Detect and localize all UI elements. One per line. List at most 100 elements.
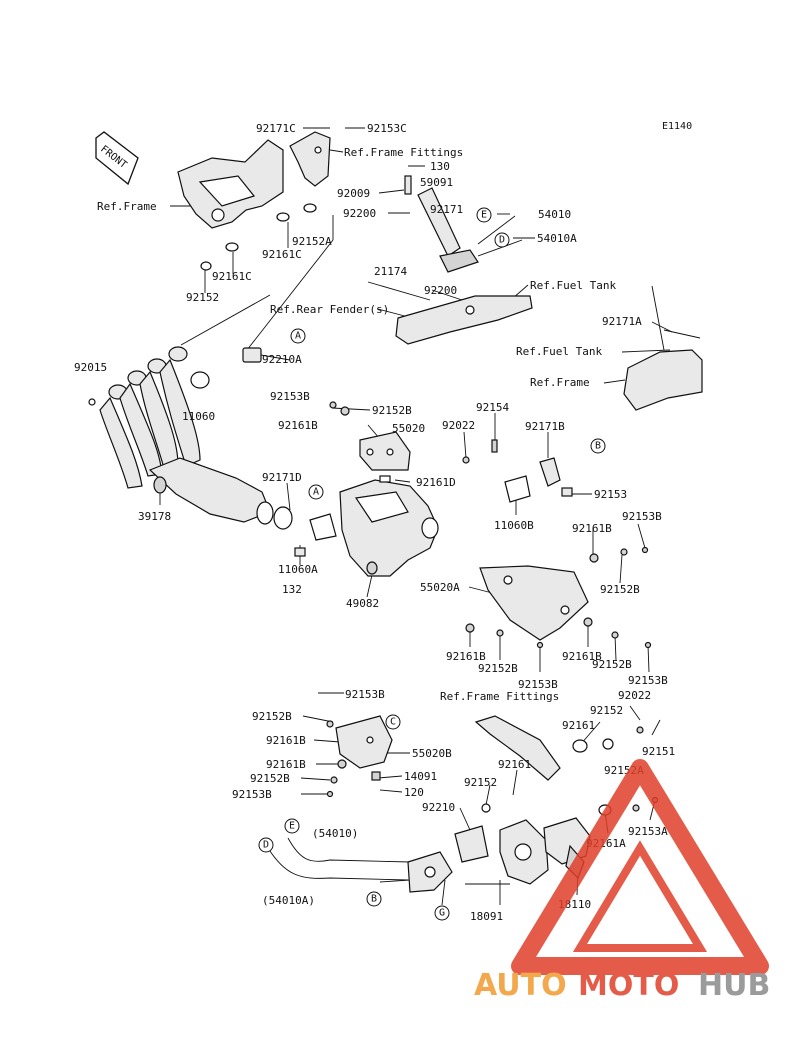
part-label: 92153B — [232, 788, 272, 801]
part-label: 92161 — [498, 758, 531, 771]
cover-55020 — [359, 431, 411, 483]
part-label: 92152 — [186, 291, 219, 304]
washers-upper — [200, 203, 317, 271]
ref-label: Ref.Rear Fender(s) — [270, 303, 389, 316]
part-label: 92200 — [424, 284, 457, 297]
part-label: 92153B — [345, 688, 385, 701]
callout-d: D — [494, 232, 510, 248]
part-label: 120 — [404, 786, 424, 799]
part-label: 92161 — [562, 719, 595, 732]
part-label: 92161C — [212, 270, 252, 283]
front-arrow: FRONT — [95, 131, 139, 186]
bracket-92210-lower — [454, 803, 491, 863]
part-label: 92152B — [372, 404, 412, 417]
callout-e: E — [476, 207, 492, 223]
svg-text:D: D — [499, 235, 505, 246]
ref-label: Ref.Frame Fittings — [440, 690, 559, 703]
part-label: 92153C — [367, 122, 407, 135]
part-label: 92171D — [262, 471, 302, 484]
part-label: 92009 — [337, 187, 370, 200]
part-label: 49082 — [346, 597, 379, 610]
part-label: 92161C — [262, 248, 302, 261]
part-label: 59091 — [420, 176, 453, 189]
svg-text:A: A — [295, 331, 301, 342]
cable-bracket — [404, 175, 523, 273]
svg-text:E: E — [289, 821, 295, 832]
exhaust-headers — [88, 346, 201, 489]
small-hardware — [329, 401, 652, 649]
callout-d: D — [258, 837, 274, 853]
callout-a: A — [290, 328, 306, 344]
svg-text:B: B — [595, 441, 601, 452]
ref-label: Ref.Fuel Tank — [516, 345, 602, 358]
callout-e: E — [284, 818, 300, 834]
part-label: 92153A — [628, 825, 668, 838]
part-label: 11060 — [182, 410, 215, 423]
part-label: 92171B — [525, 420, 565, 433]
part-label: 92152B — [592, 658, 632, 671]
part-label: 92171 — [430, 203, 463, 216]
diagram-code: E1140 — [662, 121, 692, 132]
ref-frame-fittings-lower — [474, 715, 644, 781]
muffler-body-49082 — [339, 479, 439, 577]
gasket-11060 — [190, 371, 210, 389]
part-label: 92210A — [262, 353, 302, 366]
control-cables — [267, 837, 453, 893]
part-label: 92152B — [600, 583, 640, 596]
part-label: 92153B — [270, 390, 310, 403]
part-label: 92161B — [266, 758, 306, 771]
bracket-upper-center — [289, 131, 331, 187]
part-label: 92153 — [594, 488, 627, 501]
part-label: 92161D — [416, 476, 456, 489]
part-label: 92161B — [572, 522, 612, 535]
ref-label: Ref.Fuel Tank — [530, 279, 616, 292]
watermark-text-moto: MOTO — [578, 968, 679, 1003]
svg-text:B: B — [371, 894, 377, 905]
part-label: 55020B — [412, 747, 452, 760]
callout-circles: E D A B A C E D B G — [258, 207, 606, 921]
part-label: 130 — [430, 160, 450, 173]
fuel-tank-frame-ref — [623, 285, 703, 411]
cover-55020b — [335, 715, 393, 781]
rear-fender-bracket — [395, 295, 533, 345]
part-label: 92151 — [642, 745, 675, 758]
ref-label: Ref.Frame Fittings — [344, 146, 463, 159]
part-label: 92200 — [343, 207, 376, 220]
gasket-11060a — [294, 513, 337, 557]
part-label: 92161B — [562, 650, 602, 663]
clamp-92171b — [539, 457, 573, 497]
part-label: 55020 — [392, 422, 425, 435]
watermark-text-hub: HUB — [698, 968, 770, 1003]
part-label: 92152B — [250, 772, 290, 785]
svg-text:A: A — [313, 487, 319, 498]
part-label: 92161B — [446, 650, 486, 663]
watermark-text-auto: AUTO — [474, 968, 567, 1003]
part-label: 92210 — [422, 801, 455, 814]
svg-text:G: G — [439, 908, 445, 919]
leader-lines — [159, 127, 673, 906]
collector-39178 — [148, 457, 274, 525]
part-label: 14091 — [404, 770, 437, 783]
part-label: 92022 — [618, 689, 651, 702]
part-label: 92153B — [622, 510, 662, 523]
watermark-triangle-icon — [511, 759, 769, 975]
gasket-11060b — [504, 475, 531, 503]
part-label: 92152A — [292, 235, 332, 248]
callout-a: A — [308, 484, 324, 500]
part-label: 92154 — [476, 401, 509, 414]
part-label: 92152B — [478, 662, 518, 675]
part-label: 92015 — [74, 361, 107, 374]
callout-b: B — [590, 438, 606, 454]
part-label: 92161B — [266, 734, 306, 747]
part-label: 92153B — [628, 674, 668, 687]
part-label: 11060B — [494, 519, 534, 532]
ref-label: Ref.Frame — [97, 200, 157, 213]
part-label: 11060A — [278, 563, 318, 576]
svg-text:D: D — [263, 840, 269, 851]
callout-g: G — [434, 905, 450, 921]
cable-clamp-92210a — [242, 347, 262, 363]
part-label: (54010A) — [262, 894, 315, 907]
callout-b: B — [366, 891, 382, 907]
part-label: 92161B — [278, 419, 318, 432]
part-label: 54010A — [537, 232, 577, 245]
